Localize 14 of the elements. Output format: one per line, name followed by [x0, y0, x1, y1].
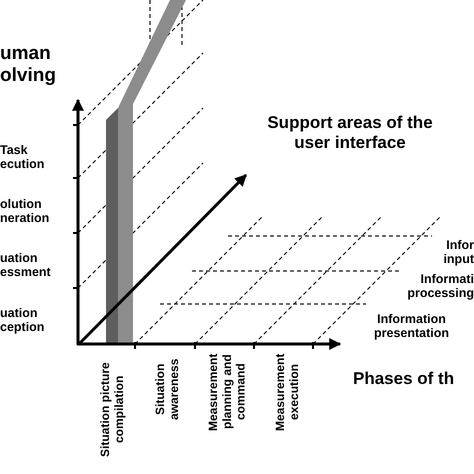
axis-category-label: Infor input — [443, 238, 474, 267]
phase-label: Situation picture compilation — [99, 361, 127, 459]
axis-category-label: Task ecution — [0, 143, 44, 172]
axis-category-label: uation ception — [0, 306, 44, 335]
axis-category-label: olution neration — [0, 197, 50, 226]
phase-label: Measurement planning and command — [207, 352, 249, 432]
axis-category-label: Informati processing — [407, 272, 474, 301]
phase-label: Measurement execution — [274, 352, 302, 432]
axis-title: uman olving — [0, 43, 57, 87]
phase-label: Situation awareness — [154, 358, 182, 422]
axis-title: Support areas of the user interface — [266, 113, 434, 152]
axis-title: Phases of th — [353, 369, 456, 389]
axis-category-label: uation essment — [0, 251, 51, 280]
axis-category-label: Information presentation — [374, 312, 450, 341]
